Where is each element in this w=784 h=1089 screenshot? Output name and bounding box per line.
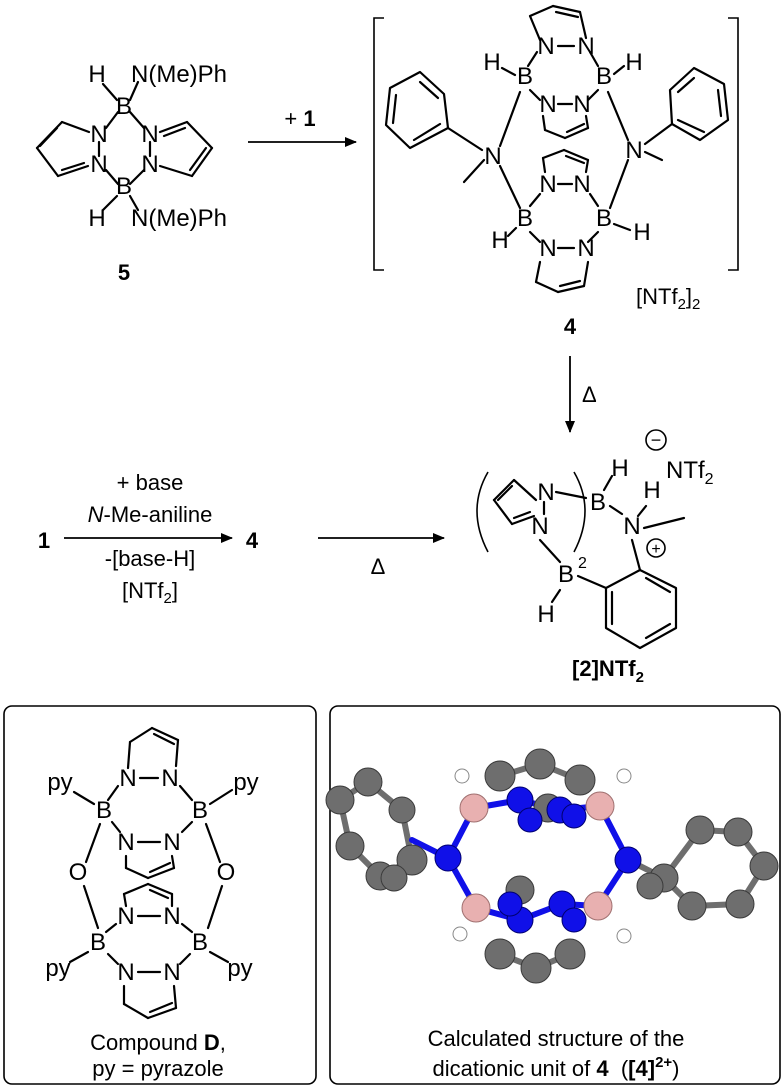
nitrogen-atom: N bbox=[141, 121, 158, 148]
compound-d-panel bbox=[3, 705, 317, 1085]
oxygen-atom: O bbox=[69, 859, 88, 886]
nitrogen-atom: N bbox=[539, 91, 556, 118]
pyrazole-substituent: py bbox=[227, 955, 252, 982]
product-2-structure: 2 N N B H N H + − NTf2 B H bbox=[476, 429, 714, 650]
pyrazole-substituent: py bbox=[47, 769, 72, 796]
boron-atom: B bbox=[596, 205, 612, 232]
nitrogen-atom: N bbox=[573, 91, 590, 118]
hydrogen-atom: H bbox=[611, 455, 628, 482]
left-bracket bbox=[373, 17, 384, 271]
minus-charge bbox=[645, 429, 667, 451]
hydrogen-atom: H bbox=[483, 49, 500, 76]
boron-atom: B bbox=[590, 489, 606, 516]
minus-symbol: − bbox=[651, 430, 662, 450]
condition-byproduct: -[base-H] bbox=[105, 546, 195, 571]
hydrogen-atom: H bbox=[88, 61, 105, 88]
nmeph-group: N(Me)Ph bbox=[131, 205, 227, 232]
compound-5-label: 5 bbox=[118, 260, 130, 285]
compound-5-structure: B B N N N N H H N(Me)Ph N(Me)Ph bbox=[35, 61, 227, 232]
anion-label: NTf2 bbox=[666, 457, 714, 488]
nitrogen-atom: N bbox=[141, 151, 158, 178]
plus-symbol: + bbox=[651, 541, 660, 558]
compound-4-counterion: [NTf2]2 bbox=[636, 284, 700, 313]
boron-atom: B bbox=[192, 929, 208, 956]
hydrogen-atom: H bbox=[633, 219, 650, 246]
pyrazole-substituent: py bbox=[233, 769, 258, 796]
calculated-caption-2: dicationic unit of 4 ([4]2+) bbox=[432, 1054, 679, 1081]
nitrogen-atom: N bbox=[531, 513, 548, 540]
compound-4-label: 4 bbox=[564, 314, 577, 339]
nitrogen-atom: N bbox=[539, 171, 556, 198]
nitrogen-atom: N bbox=[484, 143, 501, 170]
pyrazole-substituent: py bbox=[45, 955, 70, 982]
hydrogen-atom: H bbox=[88, 205, 105, 232]
compound-d-caption: Compound D, bbox=[90, 1030, 226, 1055]
calculated-caption-1: Calculated structure of the bbox=[428, 1026, 685, 1051]
compound-4-structure: N N B B H H N N N N bbox=[373, 4, 739, 294]
nitrogen-atom: N bbox=[163, 829, 180, 856]
right-bracket bbox=[728, 17, 739, 271]
intermediate-4-label: 4 bbox=[246, 528, 259, 553]
nitrogen-atom: N bbox=[117, 829, 134, 856]
nitrogen-atom: N bbox=[161, 765, 178, 792]
condition-base: + base bbox=[117, 470, 184, 495]
product-label: [2]NTf2 bbox=[572, 656, 644, 686]
heat-symbol-2: Δ bbox=[371, 554, 386, 579]
calculated-structure-model bbox=[325, 748, 779, 984]
nitrogen-atom: N bbox=[90, 121, 107, 148]
heat-symbol: Δ bbox=[582, 382, 597, 407]
boron-atom: B bbox=[558, 561, 574, 588]
nitrogen-atom: N bbox=[90, 151, 107, 178]
nitrogen-atom: N bbox=[119, 765, 136, 792]
compound-1-label: 1 bbox=[38, 528, 50, 553]
hydrogen-atom: H bbox=[491, 227, 508, 254]
boron-atom: B bbox=[96, 797, 112, 824]
boron-atom: B bbox=[517, 205, 533, 232]
nitrogen-atom: N bbox=[539, 235, 556, 262]
nmeph-group: N(Me)Ph bbox=[131, 61, 227, 88]
nitrogen-atom: N bbox=[573, 171, 590, 198]
condition-anion: [NTf2] bbox=[122, 578, 178, 607]
boron-atom: B bbox=[192, 797, 208, 824]
nitrogen-atom: N bbox=[623, 513, 640, 540]
compound-d-caption-2: py = pyrazole bbox=[92, 1056, 223, 1081]
nitrogen-atom: N bbox=[577, 33, 594, 60]
nitrogen-atom: N bbox=[117, 903, 134, 930]
boron-atom: B bbox=[596, 63, 612, 90]
arrow-reagent-label: + 1 bbox=[284, 106, 315, 131]
nitrogen-atom: N bbox=[625, 137, 642, 164]
nitrogen-atom: N bbox=[537, 33, 554, 60]
nitrogen-atom: N bbox=[163, 959, 180, 986]
hydrogen-atom: H bbox=[643, 477, 660, 504]
boron-atom: B bbox=[116, 173, 132, 200]
repeat-subscript: 2 bbox=[578, 555, 587, 572]
hydrogen-atom: H bbox=[625, 49, 642, 76]
condition-amine: N-Me-aniline bbox=[88, 502, 213, 527]
nitrogen-atom: N bbox=[537, 479, 554, 506]
boron-atom: B bbox=[517, 63, 533, 90]
plus-charge bbox=[646, 538, 666, 558]
oxygen-atom: O bbox=[217, 859, 236, 886]
boron-atom: B bbox=[90, 929, 106, 956]
hydrogen-atom: H bbox=[537, 601, 554, 628]
nitrogen-atom: N bbox=[163, 903, 180, 930]
boron-atom: B bbox=[116, 93, 132, 120]
nitrogen-atom: N bbox=[577, 235, 594, 262]
nitrogen-atom: N bbox=[117, 959, 134, 986]
compound-d-structure: N N B B py py N N O O N N bbox=[45, 726, 259, 1020]
calculated-structure-panel bbox=[329, 705, 781, 1085]
